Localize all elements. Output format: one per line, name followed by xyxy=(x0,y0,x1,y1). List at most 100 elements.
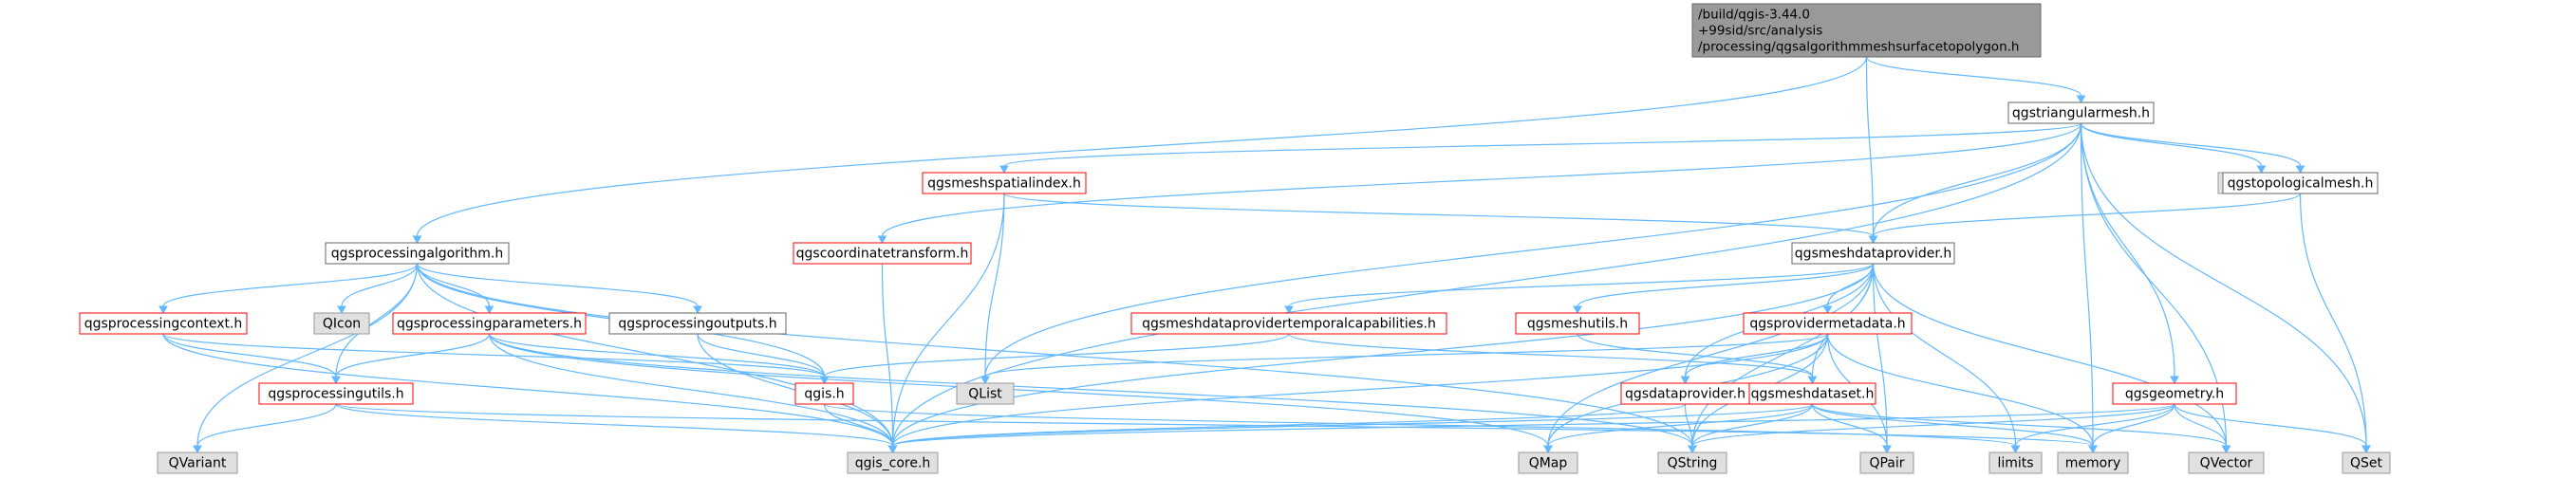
edge-geometry-to-core xyxy=(887,403,2175,454)
node-label: qgscoordinatetransform.h xyxy=(796,247,969,262)
edge-arrowhead xyxy=(1868,235,1878,245)
edge-geometry-to-qstring xyxy=(1688,403,2175,454)
edge-arrowhead xyxy=(484,305,495,315)
node-label: qgstriangularmesh.h xyxy=(2012,106,2150,121)
node-memory: memory xyxy=(2057,451,2129,474)
edge-line xyxy=(1003,122,2082,167)
node-label: /build/qgis-3.44.0 xyxy=(1698,8,1810,23)
edge-arrowhead xyxy=(1807,376,1818,385)
node-temporal[interactable]: qgsmeshdataprovidertemporalcapabilities.… xyxy=(1130,312,1447,335)
node-qicon: QIcon xyxy=(313,312,370,335)
edge-provmeta-to-qlist xyxy=(980,333,1829,385)
node-box xyxy=(1791,242,1955,265)
node-qlist: QList xyxy=(956,382,1015,405)
edge-line xyxy=(335,333,491,378)
node-procutils[interactable]: qgsprocessingutils.h xyxy=(258,382,414,405)
edge-dataset-to-qstring xyxy=(1688,403,1814,454)
node-label: qgis_core.h xyxy=(855,456,931,471)
node-coordtr[interactable]: qgscoordinatetransform.h xyxy=(793,242,972,265)
node-label: +99sid/src/analysis xyxy=(1698,24,1822,39)
edge-line xyxy=(1577,333,1814,378)
edge-line xyxy=(1288,333,1814,378)
edge-arrowhead xyxy=(887,445,898,454)
node-label: qgsmeshdataprovider.h xyxy=(1795,247,1951,262)
node-label: qgsprocessingalgorithm.h xyxy=(331,247,503,262)
edge-line xyxy=(1872,263,2017,447)
edge-line xyxy=(881,263,894,447)
node-label: QVariant xyxy=(169,456,227,471)
edge-meshdp-to-temporal xyxy=(1284,263,1875,315)
edge-procalg-to-procout xyxy=(416,263,702,315)
edge-arrowhead xyxy=(1688,445,1697,454)
edge-arrowhead xyxy=(412,235,422,245)
edge-line xyxy=(1872,263,1888,447)
edge-line xyxy=(2092,403,2175,447)
node-label: qgsgeometry.h xyxy=(2125,387,2224,402)
edge-arrowhead xyxy=(877,235,887,245)
node-label: qgsprocessingparameters.h xyxy=(397,317,582,332)
edge-line xyxy=(823,403,2017,447)
node-procparams[interactable]: qgsprocessingparameters.h xyxy=(392,312,587,335)
node-procctx[interactable]: qgsprocessingcontext.h xyxy=(79,312,248,335)
edge-line xyxy=(1547,263,1875,447)
edge-line xyxy=(823,403,894,447)
node-procalg[interactable]: qgsprocessingalgorithm.h xyxy=(325,242,510,265)
node-qgis[interactable]: qgis.h xyxy=(794,382,854,405)
node-box xyxy=(392,312,587,335)
node-dataprov[interactable]: qgsdataprovider.h xyxy=(1620,382,1750,405)
edge-line xyxy=(1547,403,1814,447)
node-dataset[interactable]: qgsmeshdataset.h xyxy=(1748,382,1876,405)
edge-line xyxy=(162,333,337,378)
edge-dataset-to-qmap xyxy=(1543,403,1814,454)
node-label: qgsprovidermetadata.h xyxy=(1749,317,1905,332)
edge-arrowhead xyxy=(159,305,168,315)
edge-topo-to-qset xyxy=(2299,193,2371,454)
edge-line xyxy=(1865,56,1875,237)
edge-line xyxy=(335,403,2094,447)
edge-line xyxy=(1684,333,1829,378)
edge-line xyxy=(162,263,419,307)
edge-meshdp-to-qvector xyxy=(1872,263,2231,454)
edge-geometry-to-memory xyxy=(2088,403,2175,454)
node-label: limits xyxy=(1997,456,2033,471)
node-spatial[interactable]: qgsmeshspatialindex.h xyxy=(922,172,1087,194)
node-box xyxy=(608,312,787,335)
edge-line xyxy=(162,333,826,378)
node-provmeta[interactable]: qgsprovidermetadata.h xyxy=(1743,312,1913,335)
edge-line xyxy=(1691,263,1875,447)
edge-line xyxy=(1872,263,2228,447)
node-box xyxy=(1518,451,1578,474)
edge-arrowhead xyxy=(1822,305,1833,315)
node-meshutils[interactable]: qgsmeshutils.h xyxy=(1515,312,1640,335)
node-box xyxy=(1130,312,1447,335)
node-label: qgsprocessingoutputs.h xyxy=(618,317,776,332)
edge-line xyxy=(2080,122,2263,167)
node-procout[interactable]: qgsprocessingoutputs.h xyxy=(608,312,787,335)
node-box xyxy=(2342,451,2391,474)
node-root: /build/qgis-3.44.0+99sid/src/analysis/pr… xyxy=(1691,3,2042,58)
node-trimesh[interactable]: qgstriangularmesh.h xyxy=(2007,101,2155,124)
edge-arrowhead xyxy=(1284,305,1294,315)
edge-arrowhead xyxy=(980,376,990,385)
edge-line xyxy=(891,333,1829,447)
node-qvariant: QVariant xyxy=(157,451,238,474)
edge-procutils-to-qvariant xyxy=(193,403,337,454)
edge-line xyxy=(2299,193,2367,447)
node-geometry[interactable]: qgsgeometry.h xyxy=(2112,382,2237,405)
node-box xyxy=(1691,3,2042,58)
edge-root-to-meshdp xyxy=(1865,56,1878,245)
edge-line xyxy=(1865,56,2082,97)
edge-line xyxy=(2174,403,2228,447)
edge-geometry-to-qset xyxy=(2174,403,2371,454)
edge-spatial-to-core xyxy=(887,193,1005,454)
node-meshdp[interactable]: qgsmeshdataprovider.h xyxy=(1791,242,1955,265)
node-box xyxy=(2007,101,2155,124)
edge-line xyxy=(1826,333,2094,447)
edge-meshutils-to-dataset xyxy=(1577,333,1818,385)
edge-root-to-procalg xyxy=(412,56,1868,245)
edge-procparams-to-qmap xyxy=(488,333,1553,454)
node-label: QIcon xyxy=(323,317,361,332)
node-label: QList xyxy=(968,387,1002,402)
edge-root-to-trimesh xyxy=(1865,56,2086,104)
node-topo[interactable]: qgstopologicalmesh.h xyxy=(2222,172,2379,194)
